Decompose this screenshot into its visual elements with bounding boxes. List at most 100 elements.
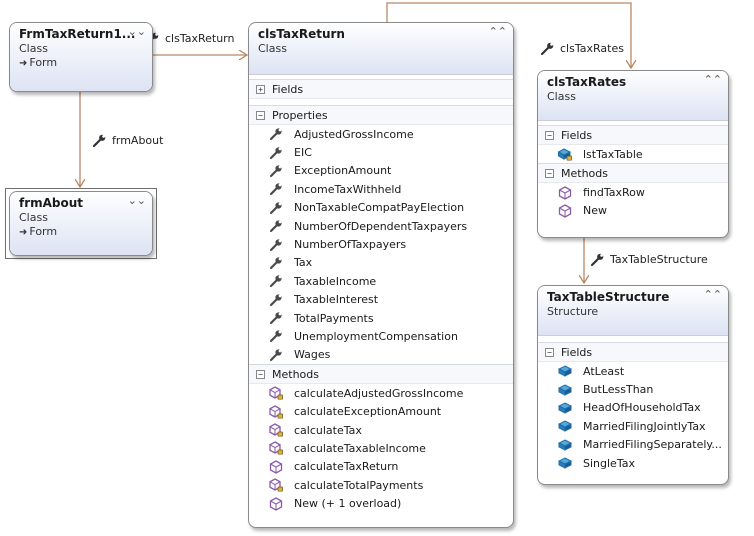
compartment-methods[interactable]: − Methods <box>249 364 513 385</box>
field-icon <box>557 438 573 452</box>
property-item[interactable]: IncomeTaxWithheld <box>249 180 513 198</box>
shape-clstaxrates[interactable]: clsTaxRates Class ⌃⌃ − Fields lstTaxTabl… <box>537 70 729 238</box>
expand-chevron-icon[interactable]: ⌄⌄ <box>127 194 146 207</box>
collapse-toggle-icon[interactable]: − <box>256 110 265 120</box>
property-item[interactable]: Wages <box>249 346 513 364</box>
field-item[interactable]: AtLeast <box>538 362 728 380</box>
method-item[interactable]: calculateAdjustedGrossIncome <box>249 384 513 402</box>
compartment-fields[interactable]: + Fields <box>249 79 513 99</box>
base-type-label: Form <box>29 225 58 238</box>
association-label-taxtablestructure[interactable]: TaxTableStructure <box>591 253 708 266</box>
property-item[interactable]: UnemploymentCompensation <box>249 327 513 345</box>
association-label-text: TaxTableStructure <box>610 253 708 266</box>
wrench-icon <box>269 293 283 307</box>
collapse-toggle-icon[interactable]: − <box>545 130 554 140</box>
selection-frame <box>5 188 157 259</box>
collapse-chevron-icon[interactable]: ⌃⌃ <box>703 288 722 301</box>
property-item[interactable]: NumberOfDependentTaxpayers <box>249 217 513 235</box>
shape-kind: Class <box>19 42 48 55</box>
field-item[interactable]: MarriedFilingJointlyTax <box>538 417 728 435</box>
association-label-text: clsTaxRates <box>560 42 624 55</box>
method-item[interactable]: findTaxRow <box>538 183 728 201</box>
member-name: TaxableIncome <box>294 274 377 288</box>
shape-taxtablestructure[interactable]: TaxTableStructure Structure ⌃⌃ − Fields … <box>537 285 729 485</box>
methods-list: calculateAdjustedGrossIncome calculateExc… <box>249 384 513 513</box>
compartment-label: Fields <box>561 128 593 142</box>
member-name: calculateTaxableIncome <box>294 441 426 455</box>
field-item[interactable]: MarriedFilingSeparately... <box>538 436 728 454</box>
member-name: EIC <box>294 146 312 160</box>
field-icon <box>557 364 573 378</box>
compartment-properties[interactable]: − Properties <box>249 105 513 125</box>
wrench-icon <box>269 274 283 288</box>
method-item[interactable]: calculateTotalPayments <box>249 476 513 494</box>
member-name: New (+ 1 overload) <box>294 497 402 511</box>
compartment-fields[interactable]: − Fields <box>538 125 728 145</box>
private-method-icon <box>269 386 283 400</box>
shape-title: clsTaxRates <box>547 75 627 89</box>
method-item[interactable]: calculateTaxableIncome <box>249 439 513 457</box>
member-name: calculateAdjustedGrossIncome <box>294 386 464 400</box>
wrench-icon <box>269 201 283 215</box>
association-label-frmabout[interactable]: frmAbout <box>93 134 163 147</box>
member-name: TotalPayments <box>294 311 374 325</box>
property-item[interactable]: NonTaxableCompatPayElection <box>249 199 513 217</box>
field-icon <box>557 456 573 470</box>
method-item[interactable]: calculateExceptionAmount <box>249 402 513 420</box>
property-item[interactable]: TotalPayments <box>249 309 513 327</box>
member-name: ButLessThan <box>583 383 654 397</box>
wrench-icon <box>591 253 604 266</box>
property-item[interactable]: EIC <box>249 143 513 161</box>
shape-kind: Class <box>19 211 48 224</box>
collapse-chevron-icon[interactable]: ⌃⌃ <box>703 73 722 86</box>
compartment-label: Fields <box>561 345 593 359</box>
field-item[interactable]: lstTaxTable <box>538 145 728 163</box>
member-name: NumberOfDependentTaxpayers <box>294 219 468 233</box>
field-item[interactable]: SingleTax <box>538 454 728 472</box>
association-label-clstaxreturn[interactable]: clsTaxReturn <box>146 32 235 45</box>
field-item[interactable]: ButLessThan <box>538 380 728 398</box>
property-item[interactable]: AdjustedGrossIncome <box>249 125 513 143</box>
private-method-icon <box>269 478 283 492</box>
method-item[interactable]: New <box>538 202 728 220</box>
member-name: calculateTotalPayments <box>294 478 424 492</box>
property-item[interactable]: Tax <box>249 254 513 272</box>
private-method-icon <box>269 423 283 437</box>
property-item[interactable]: NumberOfTaxpayers <box>249 235 513 253</box>
collapse-toggle-icon[interactable]: − <box>256 369 265 379</box>
member-name: Tax <box>294 256 313 270</box>
wrench-icon <box>541 42 554 55</box>
private-field-icon <box>557 147 572 161</box>
method-item[interactable]: calculateTaxReturn <box>249 458 513 476</box>
collapse-chevron-icon[interactable]: ⌃⌃ <box>488 25 507 38</box>
field-icon <box>557 383 573 397</box>
collapse-toggle-icon[interactable]: − <box>545 347 554 357</box>
collapse-toggle-icon[interactable]: − <box>545 168 554 178</box>
base-type-label: Form <box>29 56 58 69</box>
member-name: NonTaxableCompatPayElection <box>294 201 465 215</box>
association-label-clstaxrates[interactable]: clsTaxRates <box>541 42 624 55</box>
shape-frmtaxreturn[interactable]: FrmTaxReturn1... Class ➜Form ⌄⌄ <box>9 22 153 92</box>
wrench-icon <box>93 134 106 147</box>
expand-chevron-icon[interactable]: ⌄⌄ <box>127 25 146 38</box>
base-type: ➜Form <box>19 225 144 240</box>
wrench-icon <box>269 256 283 270</box>
method-item[interactable]: New (+ 1 overload) <box>249 494 513 512</box>
expand-toggle-icon[interactable]: + <box>256 84 265 94</box>
compartment-methods[interactable]: − Methods <box>538 163 728 184</box>
property-item[interactable]: ExceptionAmount <box>249 162 513 180</box>
shape-clstaxreturn[interactable]: clsTaxReturn Class ⌃⌃ + Fields − Propert… <box>248 22 514 528</box>
field-icon <box>557 419 573 433</box>
property-item[interactable]: TaxableInterest <box>249 291 513 309</box>
property-item[interactable]: TaxableIncome <box>249 272 513 290</box>
method-item[interactable]: calculateTax <box>249 421 513 439</box>
compartment-fields[interactable]: − Fields <box>538 342 728 362</box>
wrench-icon <box>269 182 283 196</box>
member-name: HeadOfHouseholdTax <box>583 401 701 415</box>
wrench-icon <box>269 348 283 362</box>
field-item[interactable]: HeadOfHouseholdTax <box>538 399 728 417</box>
shape-frmabout[interactable]: frmAbout Class ➜Form ⌄⌄ <box>9 191 153 256</box>
wrench-icon <box>269 311 283 325</box>
